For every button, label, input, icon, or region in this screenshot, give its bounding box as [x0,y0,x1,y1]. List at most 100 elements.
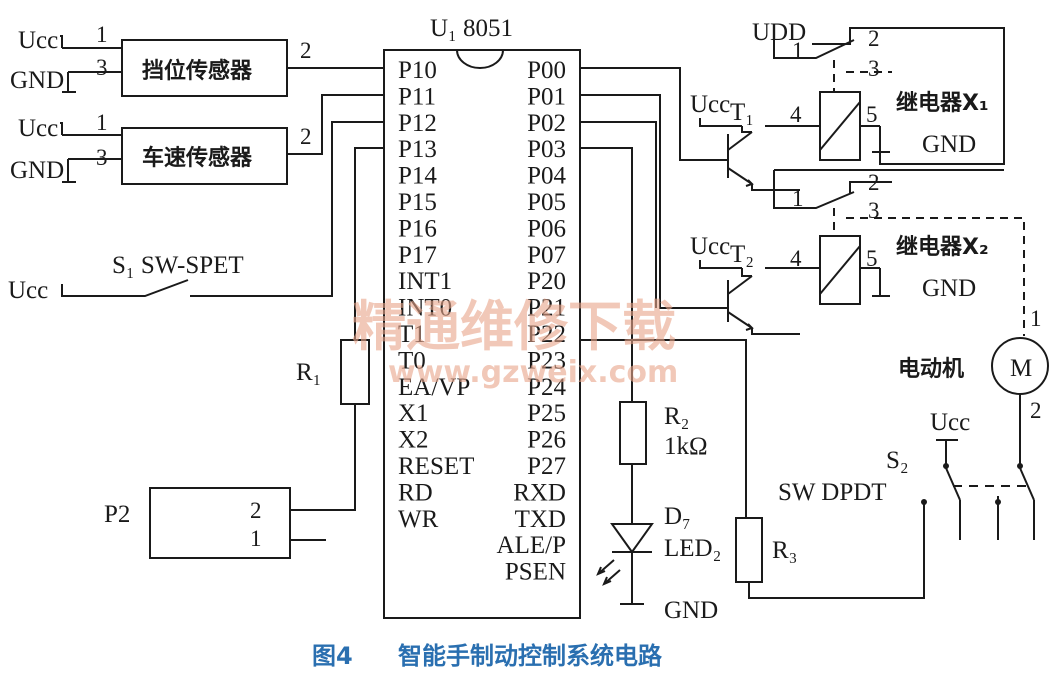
pin-p01: P01 [527,83,566,110]
pin-x1: X1 [398,400,429,427]
relay-x2: 1 2 3 Ucc T₂ 4 5 继电器X₂ GND [580,94,1025,336]
chip-name: U₁ 8051 [430,15,513,42]
pin-p25: P25 [527,400,566,427]
pin-int1: INT1 [398,268,452,295]
p2-box [149,487,291,559]
pin-p17: P17 [398,242,437,269]
switch-s1: Ucc S₁ SW-SPET [8,121,384,304]
t1-label: T₁ [730,99,754,126]
x2-pin1: 1 [792,186,804,211]
pin-psen: PSEN [505,559,566,586]
pin-p20: P20 [527,268,566,295]
pin-t1: T1 [398,321,426,348]
pin-p05: P05 [527,189,566,216]
speed-sensor-vcc: Ucc [18,115,58,142]
pin-x2: X2 [398,427,429,454]
pin-p16: P16 [398,215,437,242]
gear-sensor-pin2: 2 [300,38,312,63]
speed-sensor-pin3: 3 [96,145,108,170]
pin-rd: RD [398,479,433,506]
x1-label: 继电器X₁ [896,90,989,116]
watermark: 精通维修下载 www.gzweix.com [352,295,678,390]
pin-p02: P02 [527,110,566,137]
t2-transistor-icon [727,275,754,331]
pin-p21: P21 [527,295,566,322]
x1-pin2: 2 [868,26,880,51]
s1-label: S₁ SW-SPET [112,252,244,279]
r3-label: R₃ [772,537,797,564]
resistor-r1: R₁ [290,147,384,511]
speed-sensor-label: 车速传感器 [142,145,253,171]
r3-body [735,517,763,583]
x1-pin1: 1 [792,38,804,63]
pin-p03: P03 [527,136,566,163]
gear-sensor-label: 挡位传感器 [142,58,253,84]
chip-notch [456,49,504,69]
pin-ale-p: ALE/P [497,532,566,559]
d7-name: LED₂ [664,535,721,562]
pin-p11: P11 [398,83,436,110]
pin-p15: P15 [398,189,437,216]
x2-pin4: 4 [790,246,802,271]
pin-ea-vp: EA/VP [398,374,470,401]
gear-sensor-pin3: 3 [96,55,108,80]
speed-sensor: 车速传感器 Ucc GND 1 3 2 [10,94,384,185]
led-d7-icon [610,523,654,554]
r2-body [619,401,647,465]
pin-p06: P06 [527,215,566,242]
r1-label: R₁ [296,359,321,386]
gear-sensor: 挡位传感器 Ucc GND 1 3 2 [10,22,384,97]
r2-value: 1kΩ [664,433,708,460]
motor-pin1: 1 [1030,306,1042,331]
caption-figure-number: 图4 [312,642,353,670]
motor-pin2: 2 [1030,398,1042,423]
relay-x1: UDD 1 2 3 Ucc T₁ 4 5 继电器X₁ GND [580,19,1005,191]
pin-int0: INT0 [398,295,452,322]
figure-caption: 图4 智能手制动控制系统电路 [312,642,663,670]
p2-label: P2 [104,501,130,528]
x1-pin5: 5 [866,102,878,127]
resistor-r3: R₃ [580,339,925,599]
chip-pins-left: P10P11P12P13P14P15P16P17INT1INT0T1T0EA/V… [398,57,474,533]
pin-rxd: RXD [513,479,566,506]
x1-pin3: 3 [868,56,880,81]
x1-gnd: GND [922,131,976,158]
motor-symbol: M [1010,355,1032,382]
gear-sensor-pin1: 1 [96,22,108,47]
pin-txd: TXD [515,506,566,533]
pin-p13: P13 [398,136,437,163]
gear-sensor-gnd: GND [10,67,64,94]
chip-pins-right: P00P01P02P03P04P05P06P07P20P21P22P23P24P… [497,57,567,586]
watermark-title: 精通维修下载 [352,295,676,358]
x2-vcc: Ucc [690,233,730,260]
s1-vcc: Ucc [8,277,48,304]
s2-label: S₂ [886,447,909,474]
x2-pin3: 3 [868,198,880,223]
pin-p26: P26 [527,427,566,454]
pin-reset: RESET [398,453,474,480]
pin-p10: P10 [398,57,437,84]
gear-sensor-box [121,39,288,97]
s2-vcc: Ucc [930,409,970,436]
pin-p04: P04 [527,163,566,190]
x1-udd: UDD [752,19,806,46]
speed-sensor-box [121,127,288,185]
t1-transistor-icon [727,131,754,187]
d7-label: D₇ [664,503,691,530]
chip-8051: U₁ 8051 [383,15,581,619]
pin-p22: P22 [527,321,566,348]
chip-body [383,49,581,619]
motor-label: 电动机 [898,357,964,382]
pin-p23: P23 [527,347,566,374]
pin-p14: P14 [398,163,437,190]
led-branch: R₂ 1kΩ D₇ LED₂ GND [580,147,721,624]
s2-type: SW DPDT [778,479,887,506]
pin-p12: P12 [398,110,437,137]
watermark-url: www.gzweix.com [388,355,678,390]
r2-label: R₂ [664,403,689,430]
p2-pin1: 1 [250,526,262,551]
x2-label: 继电器X₂ [896,234,989,260]
pin-t0: T0 [398,347,426,374]
